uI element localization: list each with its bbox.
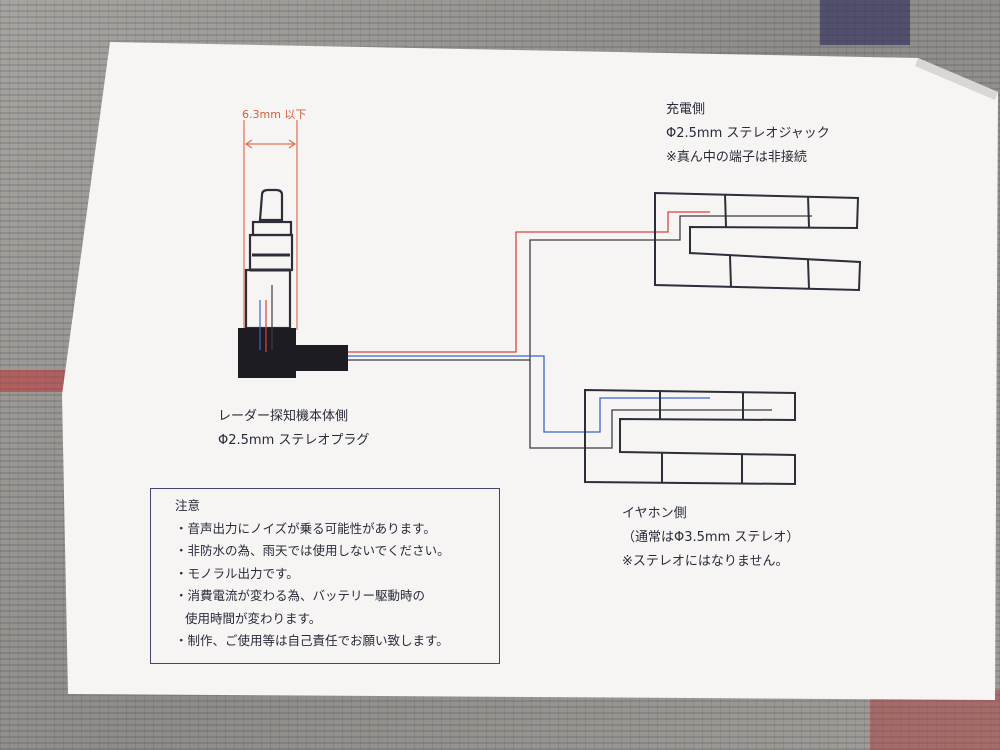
wire-black — [348, 215, 812, 449]
caution-item: ・非防水の為、雨天では使用しないでください。 — [175, 543, 450, 558]
charging-side-label: 充電側 Φ2.5mm ステレオジャック ※真ん中の端子は非接続 — [666, 98, 830, 170]
earphone-side-line2: ※ステレオにはなりません。 — [622, 554, 789, 569]
caution-item: ・モノラル出力です。 — [175, 565, 299, 581]
caution-notes-box: 注意 ・音声出力にノイズが乗る可能性があります。 ・非防水の為、雨天では使用しな… — [150, 488, 500, 664]
plug-title: レーダー探知機本体側 Φ2.5mm ステレオプラグ — [218, 405, 369, 453]
cable-boot — [296, 345, 348, 371]
charging-side-title: 充電側 — [666, 102, 706, 117]
plug-title-line1: レーダー探知機本体側 — [218, 409, 349, 424]
plug-dimension-marker — [243, 120, 298, 330]
caution-item: ・制作、ご使用等は自己責任でお願い致します。 — [175, 633, 449, 648]
newspaper-red-strip-bottom — [870, 690, 1000, 750]
plug-dimension-label: 6.3mm 以下 — [242, 108, 307, 121]
plug-title-line2: Φ2.5mm ステレオプラグ — [218, 433, 370, 448]
caution-heading: 注意 — [175, 498, 201, 513]
newspaper-red-band-right — [820, 0, 910, 45]
plug-inner-wires — [259, 285, 273, 352]
earphone-jack-icon — [584, 388, 796, 486]
earphone-side-line1: （通常はΦ3.5mm ステレオ） — [622, 530, 800, 545]
charging-jack-icon — [654, 191, 862, 292]
earphone-side-label: イヤホン側 （通常はΦ3.5mm ステレオ） ※ステレオにはなりません。 — [622, 502, 799, 574]
caution-item: 使用時間が変わります。 — [185, 610, 322, 626]
caution-item: ・消費電流が変わる為、バッテリー駆動時の — [175, 588, 426, 603]
plug-housing — [238, 328, 296, 378]
wire-red — [348, 211, 710, 353]
newspaper-red-band-left — [0, 370, 80, 392]
stereo-plug-icon — [244, 188, 294, 330]
charging-side-line1: Φ2.5mm ステレオジャック — [666, 126, 830, 141]
charging-side-line2: ※真ん中の端子は非接続 — [666, 150, 807, 165]
earphone-side-title: イヤホン側 — [622, 506, 687, 521]
caution-item: ・音声出力にノイズが乗る可能性があります。 — [175, 520, 436, 536]
paper-shadow-edge — [915, 58, 998, 100]
wire-blue — [348, 355, 710, 433]
